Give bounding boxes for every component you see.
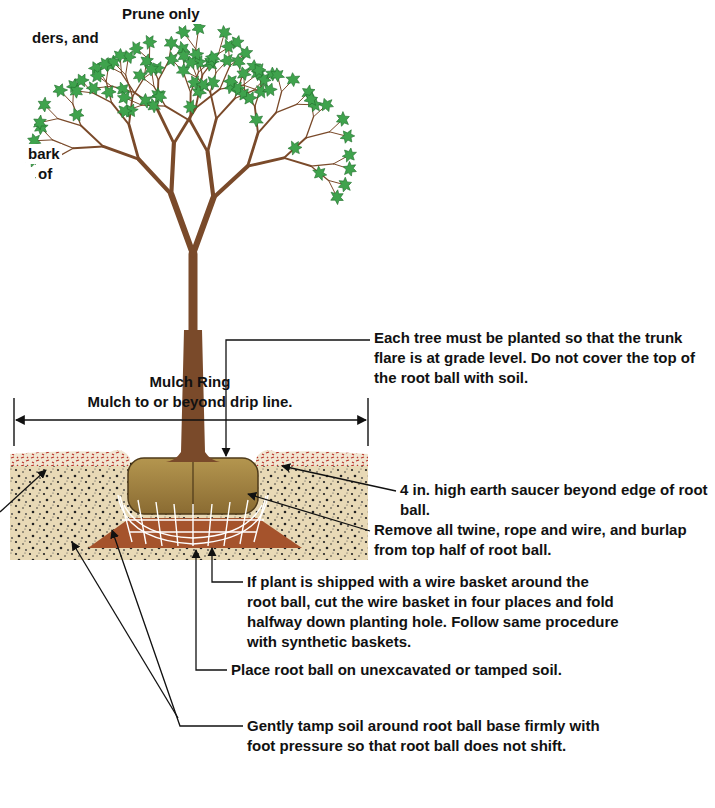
branch	[81, 126, 103, 147]
leaf	[174, 23, 192, 41]
leaf	[99, 82, 118, 101]
leaf	[221, 39, 235, 53]
mulch-title: Mulch Ring	[70, 372, 310, 392]
leaf	[222, 72, 240, 90]
branch	[311, 164, 334, 166]
branch	[73, 146, 103, 148]
note-fragment: ders, and	[30, 28, 101, 48]
leaf	[249, 60, 268, 79]
branch	[306, 132, 329, 138]
branch	[208, 152, 214, 198]
leaf	[317, 96, 335, 114]
leaf	[204, 74, 222, 92]
leaf	[115, 102, 133, 120]
branch	[216, 99, 234, 119]
branch	[276, 104, 297, 112]
branch	[129, 125, 139, 159]
leaf	[113, 48, 128, 63]
note-fragment: bark	[26, 144, 62, 164]
branch	[210, 92, 216, 118]
branch	[284, 158, 311, 166]
branch	[276, 92, 282, 113]
leaf	[215, 23, 235, 43]
leaf	[129, 41, 144, 56]
leaf	[132, 68, 148, 84]
wire-basket-note: If plant is shipped with a wire basket a…	[247, 572, 622, 652]
leaf	[261, 81, 279, 99]
leaf	[229, 52, 249, 72]
branch	[58, 119, 81, 126]
leaf	[182, 54, 200, 72]
saucer-note: 4 in. high earth saucer beyond edge of r…	[400, 480, 711, 520]
tamp-soil-note: Gently tamp soil around root ball base f…	[247, 716, 632, 756]
leaf	[35, 95, 54, 114]
leaf	[235, 65, 252, 82]
trunk-flare-note: Each tree must be planted so that the tr…	[374, 328, 711, 388]
leaf	[144, 62, 159, 77]
leaf	[164, 36, 178, 50]
leaf	[142, 34, 157, 49]
branch	[139, 159, 172, 194]
leaf	[116, 89, 134, 107]
leaf	[51, 81, 69, 99]
leaf	[30, 113, 49, 132]
leaf	[183, 100, 197, 114]
leaf	[249, 113, 264, 128]
remove-twine-note: Remove all twine, rope and wire, and bur…	[374, 520, 711, 560]
branch	[171, 143, 174, 194]
mulch-left	[10, 450, 130, 466]
branch	[208, 119, 217, 152]
leaf	[240, 89, 259, 108]
leaf	[88, 66, 107, 85]
branch	[284, 138, 306, 158]
leaf	[286, 72, 301, 87]
leaf	[97, 57, 112, 72]
leaf	[204, 49, 221, 66]
branch	[103, 146, 138, 159]
leaf	[287, 140, 302, 155]
leaf	[338, 127, 358, 147]
leaf	[341, 160, 359, 178]
leaf	[334, 110, 352, 128]
branch	[193, 198, 213, 254]
branch	[248, 133, 258, 166]
leaf	[68, 105, 87, 124]
branch	[157, 109, 174, 143]
branch	[306, 117, 314, 138]
root-ball-base-note: Place root ball on unexcavated or tamped…	[231, 660, 606, 680]
leaf	[336, 176, 354, 194]
note-fragment: Prune only	[120, 4, 202, 24]
note-fragment: of	[36, 164, 54, 184]
leaf	[270, 67, 285, 82]
mulch-right	[256, 450, 368, 466]
mulch-note: Mulch to or beyond drip line.	[40, 392, 340, 412]
leaf	[302, 91, 319, 108]
leaf	[310, 163, 330, 183]
leaf	[151, 87, 169, 105]
branch	[189, 254, 198, 332]
branch	[213, 166, 247, 198]
branch	[248, 158, 284, 166]
branch	[171, 194, 193, 254]
branch	[190, 121, 207, 152]
wire-basket	[118, 495, 268, 546]
tree-drawing	[24, 19, 359, 332]
leaf	[328, 188, 347, 207]
